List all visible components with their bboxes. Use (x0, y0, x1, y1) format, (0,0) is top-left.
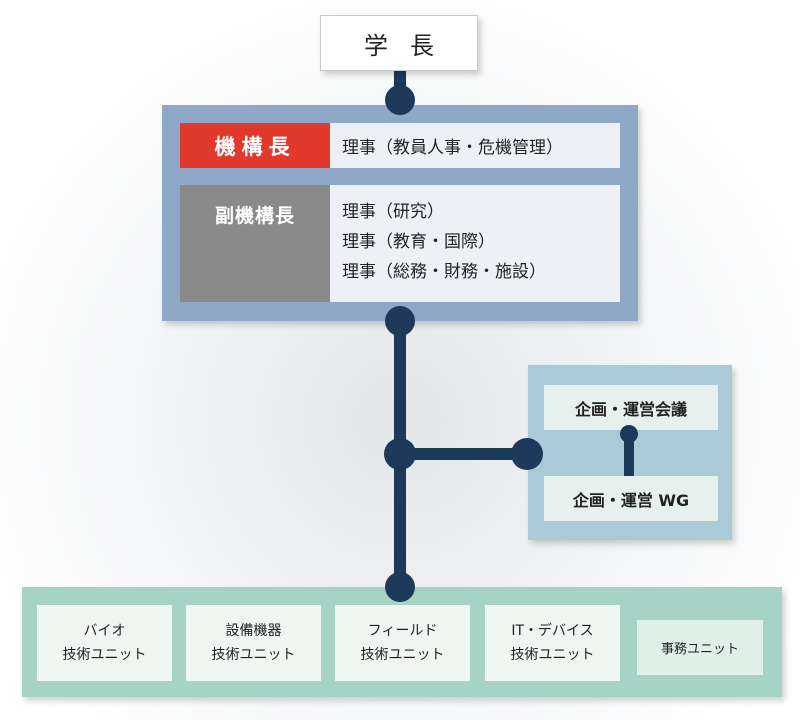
unit-equipment: 設備機器 技術ユニット (186, 605, 321, 681)
vice-director-line: 理事（総務・財務・施設） (342, 262, 546, 282)
unit-type: 技術ユニット (62, 647, 147, 663)
connector-dot (385, 572, 415, 602)
unit-name: バイオ (83, 623, 126, 639)
connector-council-wg (624, 428, 634, 478)
connector-branch-planning (400, 448, 528, 460)
unit-name: フィールド (367, 623, 438, 639)
connector-dot (511, 438, 543, 470)
director-description: 理事（教員人事・危機管理） (330, 123, 620, 168)
connector-dot (385, 85, 415, 115)
unit-name: 設備機器 (225, 623, 282, 639)
president-label: 学長 (364, 31, 456, 60)
planning-council-box: 企画・運営会議 (544, 385, 718, 430)
president-box: 学長 (320, 15, 478, 71)
unit-bio: バイオ 技術ユニット (37, 605, 172, 681)
unit-type: 技術ユニット (211, 647, 296, 663)
unit-name: IT・デバイス (511, 623, 594, 639)
vice-director-line: 理事（教育・国際） (342, 232, 495, 252)
director-title: 機構長 (180, 123, 330, 168)
unit-it-device: IT・デバイス 技術ユニット (485, 605, 620, 681)
unit-office: 事務ユニット (637, 620, 763, 675)
planning-wg-box: 企画・運営 WG (544, 476, 718, 521)
connector-dot (385, 306, 415, 336)
unit-type: 技術ユニット (360, 647, 445, 663)
connector-dot (384, 438, 416, 470)
vice-director-description: 理事（研究） 理事（教育・国際） 理事（総務・財務・施設） (330, 185, 620, 302)
connector-dot (620, 425, 638, 443)
unit-type: 技術ユニット (510, 647, 595, 663)
unit-field: フィールド 技術ユニット (335, 605, 470, 681)
vice-director-title: 副機構長 (180, 185, 330, 302)
vice-director-line: 理事（研究） (342, 202, 444, 222)
